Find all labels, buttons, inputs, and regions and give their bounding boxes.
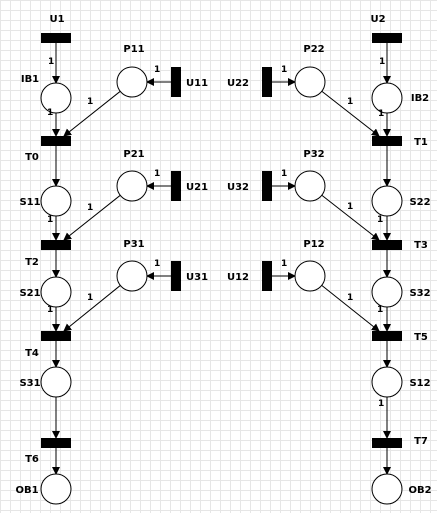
place-label-p11: P11: [123, 44, 144, 55]
transition-u32[interactable]: [262, 171, 272, 201]
arcs-layer: [52, 43, 391, 475]
transition-u1[interactable]: [41, 33, 71, 43]
arc-weight-label: 1: [48, 57, 54, 67]
place-s32[interactable]: [371, 276, 403, 308]
arc-weight-label: 1: [154, 259, 160, 269]
transition-u12[interactable]: [262, 261, 272, 291]
place-label-s22: S22: [409, 197, 430, 208]
transition-label-t3: T3: [414, 240, 428, 251]
place-p32[interactable]: [294, 170, 326, 202]
transition-t5[interactable]: [372, 331, 402, 341]
arc-weight-label: 1: [281, 169, 287, 179]
arc-p21-to-t2: [63, 194, 121, 241]
arc-p32-to-t3: [321, 194, 380, 241]
transition-u2[interactable]: [372, 33, 402, 43]
place-p11[interactable]: [116, 66, 148, 98]
place-label-p21: P21: [123, 149, 144, 160]
arc-weight-label: 1: [377, 215, 383, 225]
transition-label-t1: T1: [414, 137, 428, 148]
transition-t2[interactable]: [41, 240, 71, 250]
place-label-s21: S21: [19, 288, 40, 299]
transition-t1[interactable]: [372, 136, 402, 146]
place-label-p32: P32: [303, 149, 324, 160]
transition-label-t0: T0: [25, 152, 39, 163]
transition-u22[interactable]: [262, 67, 272, 97]
place-label-p22: P22: [303, 44, 324, 55]
arc-weight-label: 1: [47, 305, 53, 315]
transition-label-u12: U12: [227, 272, 249, 283]
arc-weight-label: 1: [378, 399, 384, 409]
transition-label-u22: U22: [227, 78, 249, 89]
arc-weight-label: 1: [347, 97, 353, 107]
arc-p12-to-t5: [321, 284, 380, 332]
arc-weight-label: 1: [47, 215, 53, 225]
place-ob1[interactable]: [40, 473, 72, 505]
arc-p11-to-t0: [63, 90, 121, 137]
arc-weight-label: 1: [87, 293, 93, 303]
place-s21[interactable]: [40, 276, 72, 308]
transition-label-t7: T7: [414, 436, 428, 447]
transition-u31[interactable]: [171, 261, 181, 291]
place-p21[interactable]: [116, 170, 148, 202]
transition-t0[interactable]: [41, 136, 71, 146]
arc-weight-label: 1: [281, 65, 287, 75]
place-s31[interactable]: [40, 366, 72, 398]
transition-label-u2: U2: [370, 14, 385, 25]
arc-weight-label: 1: [154, 65, 160, 75]
transition-t6[interactable]: [41, 438, 71, 448]
place-ib1[interactable]: [40, 82, 72, 114]
arc-weight-label: 1: [377, 305, 383, 315]
transition-label-t6: T6: [25, 454, 39, 465]
transition-label-u21: U21: [186, 182, 208, 193]
place-ib2[interactable]: [371, 82, 403, 114]
arc-weight-label: 1: [87, 97, 93, 107]
arc-weight-label: 1: [347, 202, 353, 212]
place-label-ib1: IB1: [21, 74, 39, 85]
transition-t3[interactable]: [372, 240, 402, 250]
labels-layer: 111111111111111111111IB1P11S11P21S21P31S…: [15, 14, 431, 496]
transition-label-u11: U11: [186, 78, 208, 89]
transition-label-u32: U32: [227, 182, 249, 193]
place-s22[interactable]: [371, 185, 403, 217]
place-label-s32: S32: [409, 288, 430, 299]
arc-weight-label: 1: [379, 57, 385, 67]
place-label-ib2: IB2: [411, 93, 429, 104]
arc-weight-label: 1: [347, 293, 353, 303]
transition-label-t2: T2: [25, 257, 39, 268]
nodes-layer: [40, 33, 403, 505]
arc-p22-to-t1: [321, 90, 380, 137]
place-label-ob1: OB1: [15, 485, 38, 496]
arc-weight-label: 1: [87, 203, 93, 213]
place-p12[interactable]: [294, 260, 326, 292]
transition-label-u31: U31: [186, 272, 208, 283]
place-label-ob2: OB2: [408, 485, 431, 496]
place-p31[interactable]: [116, 260, 148, 292]
place-label-p31: P31: [123, 239, 144, 250]
transition-u21[interactable]: [171, 171, 181, 201]
arc-weight-label: 1: [47, 108, 53, 118]
place-label-s11: S11: [19, 197, 40, 208]
arc-weight-label: 1: [378, 109, 384, 119]
transition-label-t5: T5: [414, 332, 428, 343]
place-s12[interactable]: [371, 366, 403, 398]
arc-weight-label: 1: [281, 259, 287, 269]
arc-p31-to-t4: [63, 285, 121, 332]
transition-label-u1: U1: [49, 14, 64, 25]
place-label-p12: P12: [303, 239, 324, 250]
place-s11[interactable]: [40, 185, 72, 217]
place-label-s12: S12: [409, 378, 430, 389]
transition-t4[interactable]: [41, 331, 71, 341]
place-label-s31: S31: [19, 378, 40, 389]
place-p22[interactable]: [294, 66, 326, 98]
place-ob2[interactable]: [371, 473, 403, 505]
transition-u11[interactable]: [171, 67, 181, 97]
arc-weight-label: 1: [154, 169, 160, 179]
transition-t7[interactable]: [372, 438, 402, 448]
transition-label-t4: T4: [25, 348, 39, 359]
